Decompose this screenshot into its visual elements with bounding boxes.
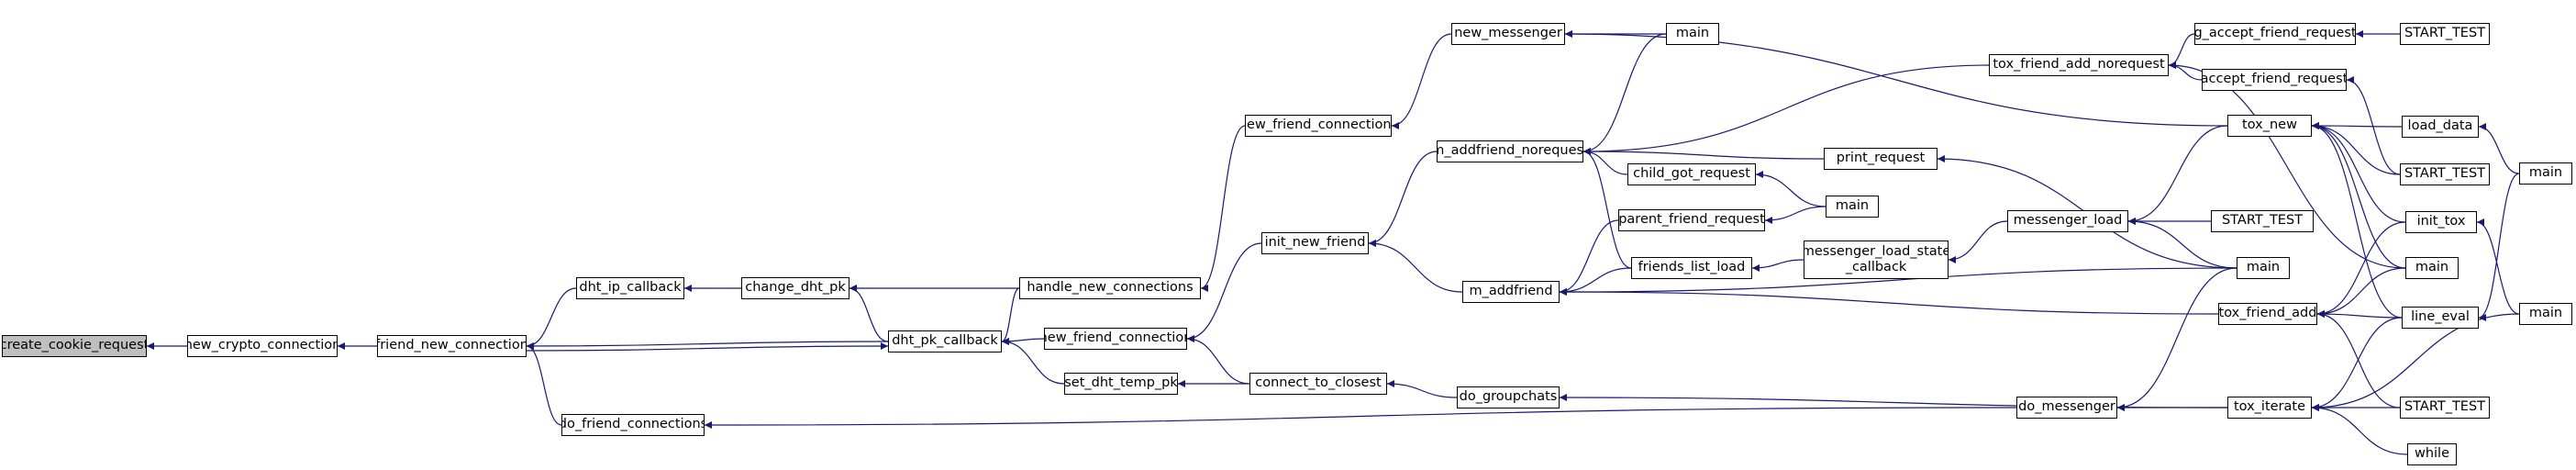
node-line-eval[interactable]: line_eval bbox=[2402, 307, 2479, 329]
node-new-friend-connection[interactable]: new_friend_connection bbox=[1044, 328, 1187, 350]
edge-friends-list-load-to-m-addfriend bbox=[1559, 267, 1632, 296]
edge-line-eval-to-tox-iterate bbox=[2311, 317, 2403, 411]
edge-line-eval-to-tox-new bbox=[2311, 122, 2403, 319]
node-tox-friend-add-norequest[interactable]: tox_friend_add_norequest bbox=[1989, 54, 2169, 76]
node-friend-new-connection[interactable]: friend_new_connection bbox=[377, 335, 527, 357]
edge-do-groupchats-to-connect-to-closest bbox=[1386, 380, 1458, 398]
node-m-addfriend[interactable]: m_addfriend bbox=[1462, 281, 1560, 303]
edge-main-b-to-parent-friend-request bbox=[1764, 206, 1827, 224]
node-parent-friend-request[interactable]: parent_friend_request bbox=[1618, 209, 1765, 231]
node-new-messenger[interactable]: new_messenger bbox=[1451, 23, 1565, 45]
node-tox-iterate[interactable]: tox_iterate bbox=[2227, 397, 2312, 419]
node-child-got-request[interactable]: child_got_request bbox=[1627, 163, 1756, 185]
node-tox-friend-add[interactable]: tox_friend_add bbox=[2218, 303, 2317, 325]
edge-messenger-load-state-callback-to-friends-list-load bbox=[1751, 259, 1804, 272]
node-main-e[interactable]: main bbox=[2519, 162, 2572, 185]
node-main-b[interactable]: main bbox=[1826, 196, 1879, 218]
node-dht-ip-callback[interactable]: dht_ip_callback bbox=[576, 277, 684, 299]
node-handle-new-connections[interactable]: handle_new_connections bbox=[1019, 277, 1201, 299]
edge-m-addfriend-to-init-new-friend bbox=[1368, 240, 1463, 293]
node-do-messenger[interactable]: do_messenger bbox=[2016, 397, 2117, 419]
node-start-test-3[interactable]: START_TEST bbox=[2211, 210, 2314, 232]
edge-m-addfriend-norequest-to-init-new-friend bbox=[1368, 151, 1438, 247]
edge-start-test-2-to-accept-friend-request bbox=[2346, 76, 2401, 175]
edge-tox-friend-add-to-m-addfriend bbox=[1559, 288, 2219, 315]
node-main-c[interactable]: main bbox=[2237, 257, 2290, 279]
node-set-dht-temp-pk[interactable]: set_dht_temp_pk bbox=[1064, 373, 1178, 395]
edge-start-test-4-to-tox-friend-add bbox=[2316, 310, 2401, 408]
edge-init-new-friend-to-new-friend-connection bbox=[1186, 242, 1262, 342]
edge-parent-friend-request-to-m-addfriend bbox=[1559, 219, 1619, 296]
node-connect-to-closest[interactable]: connect_to_closest bbox=[1249, 373, 1387, 395]
edge-main-f-to-init-tox bbox=[2476, 218, 2520, 315]
edge-init-tox-to-tox-friend-add bbox=[2316, 221, 2406, 318]
node-messenger-load-state-callback[interactable]: messenger_load_state _callback bbox=[1804, 241, 1949, 279]
edge-while-to-tox-iterate bbox=[2311, 404, 2408, 455]
edge-line-eval-to-tox-friend-add bbox=[2316, 310, 2403, 319]
node-new-friend-connections[interactable]: new_friend_connections bbox=[1245, 115, 1392, 137]
edge-new-friend-connections-to-handle-new-connections bbox=[1200, 125, 1246, 292]
edge-messenger-load-to-messenger-load-state-callback bbox=[1948, 220, 2008, 263]
node-load-data[interactable]: load_data bbox=[2402, 116, 2479, 138]
node-tox-new[interactable]: tox_new bbox=[2227, 115, 2312, 137]
edge-start-test-2-to-tox-new bbox=[2311, 122, 2401, 175]
edge-main-d-to-tox-new bbox=[2311, 122, 2406, 269]
node-init-new-friend[interactable]: init_new_friend bbox=[1261, 232, 1369, 254]
edge-main-c-to-messenger-load bbox=[2127, 218, 2237, 269]
edge-main-c-to-m-addfriend bbox=[1559, 267, 2237, 296]
node-main-d[interactable]: main bbox=[2405, 257, 2459, 279]
edge-print-request-to-m-addfriend-norequest bbox=[1582, 148, 1825, 160]
edge-main-c-to-do-messenger bbox=[2116, 267, 2237, 411]
node-start-test-5[interactable]: START_TEST bbox=[2400, 397, 2490, 419]
node-start-test-2[interactable]: START_TEST bbox=[2400, 163, 2490, 185]
edge-do-messenger-to-do-friend-connections bbox=[704, 407, 2017, 429]
edge-load-data-to-tox-new bbox=[2311, 122, 2403, 130]
edge-main-d-to-tox-friend-add bbox=[2316, 267, 2406, 318]
edge-friends-list-load-to-m-addfriend-norequest bbox=[1582, 148, 1632, 269]
edge-tox-friend-add-norequest-to-m-addfriend-norequest bbox=[1582, 64, 1990, 155]
edge-main-e-to-load-data bbox=[2478, 123, 2520, 174]
node-create-cookie-request: create_cookie_request bbox=[2, 335, 147, 357]
node-do-groupchats[interactable]: do_groupchats bbox=[1457, 386, 1560, 408]
edge-connect-to-closest-to-new-friend-connection bbox=[1186, 335, 1250, 385]
edge-friend-new-connection-to-dht-pk-callback bbox=[526, 342, 889, 352]
node-do-friend-connections[interactable]: do_friend_connections bbox=[561, 414, 705, 436]
edge-new-messenger-to-new-friend-connections bbox=[1391, 33, 1452, 129]
edge-set-dht-temp-pk-to-dht-pk-callback bbox=[1001, 338, 1065, 385]
edge-tox-new-to-messenger-load bbox=[2127, 125, 2228, 225]
edge-main-e-to-line-eval bbox=[2478, 173, 2520, 321]
node-start-test-1[interactable]: START_TEST bbox=[2400, 23, 2490, 45]
node-m-addfriend-norequest[interactable]: m_addfriend_norequest bbox=[1437, 140, 1583, 162]
edge-main-a-to-m-addfriend-norequest bbox=[1582, 33, 1667, 155]
node-messenger-load[interactable]: messenger_load bbox=[2007, 210, 2128, 232]
node-change-dht-pk[interactable]: change_dht_pk bbox=[741, 277, 849, 299]
edge-init-tox-to-tox-new bbox=[2311, 122, 2406, 223]
edge-do-friend-connections-to-friend-new-connection bbox=[526, 342, 562, 426]
edge-main-b-to-child-got-request bbox=[1755, 171, 1827, 207]
node-while[interactable]: while bbox=[2407, 443, 2457, 465]
node-main-a[interactable]: main bbox=[1666, 23, 1719, 45]
node-new-crypto-connection[interactable]: new_crypto_connection bbox=[187, 335, 338, 357]
node-friends-list-load[interactable]: friends_list_load bbox=[1631, 257, 1752, 279]
node-accept-friend-request[interactable]: accept_friend_request bbox=[2202, 69, 2347, 91]
node-main-f[interactable]: main bbox=[2519, 303, 2572, 325]
node-dht-pk-callback[interactable]: dht_pk_callback bbox=[888, 330, 1002, 352]
edge-dht-pk-callback-to-friend-new-connection bbox=[526, 341, 889, 350]
node-g-accept-friend-request[interactable]: g_accept_friend_request bbox=[2194, 23, 2356, 45]
node-print-request[interactable]: print_request bbox=[1824, 148, 1938, 170]
node-init-tox[interactable]: init_tox bbox=[2405, 211, 2477, 233]
